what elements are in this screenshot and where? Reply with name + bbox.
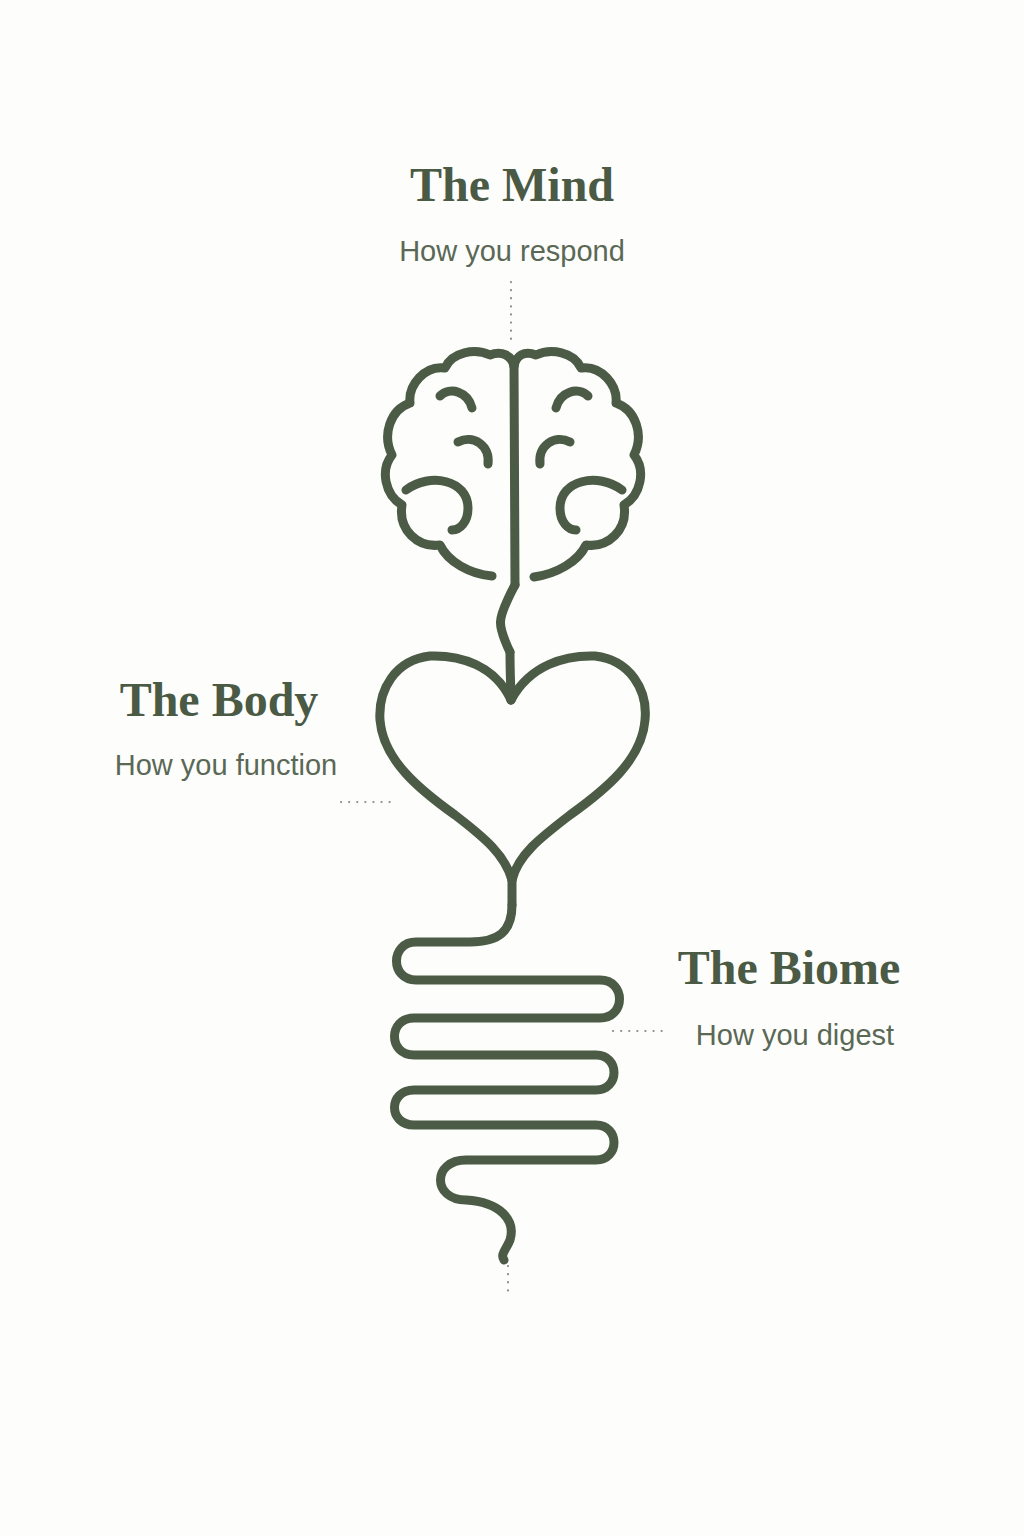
brain-figure-outline <box>380 345 645 585</box>
section-subtitle: How you respond <box>399 235 625 268</box>
gut-figure-outline <box>388 905 625 1265</box>
figure-stroke <box>458 439 488 464</box>
section-heading: The Biome <box>678 940 901 995</box>
figure-stroke <box>380 656 512 880</box>
gut-figure: The BiomeHow you digest <box>388 905 625 1265</box>
figure-stroke <box>556 391 588 408</box>
section-heading: The Body <box>120 672 319 727</box>
leader-line <box>341 801 390 803</box>
connector-line <box>500 585 515 652</box>
figure-stroke <box>514 362 515 585</box>
figure-stroke <box>440 391 472 408</box>
figure-stroke <box>395 905 620 1260</box>
figure-stroke <box>385 352 514 576</box>
brain-figure: The MindHow you respond <box>380 345 645 585</box>
figure-stroke <box>514 352 641 577</box>
leader-line <box>613 1030 662 1032</box>
heart-figure-outline <box>373 652 652 880</box>
figure-stroke <box>560 480 622 530</box>
leader-line <box>510 282 512 342</box>
section-subtitle: How you digest <box>696 1019 894 1052</box>
heart-figure: The BodyHow you function <box>373 652 652 880</box>
leader-line <box>507 1266 509 1296</box>
section-heading: The Mind <box>410 157 614 212</box>
figure-stroke <box>540 439 570 464</box>
section-subtitle: How you function <box>115 749 337 782</box>
figure-stroke <box>511 656 645 880</box>
figure-stroke <box>406 480 468 530</box>
